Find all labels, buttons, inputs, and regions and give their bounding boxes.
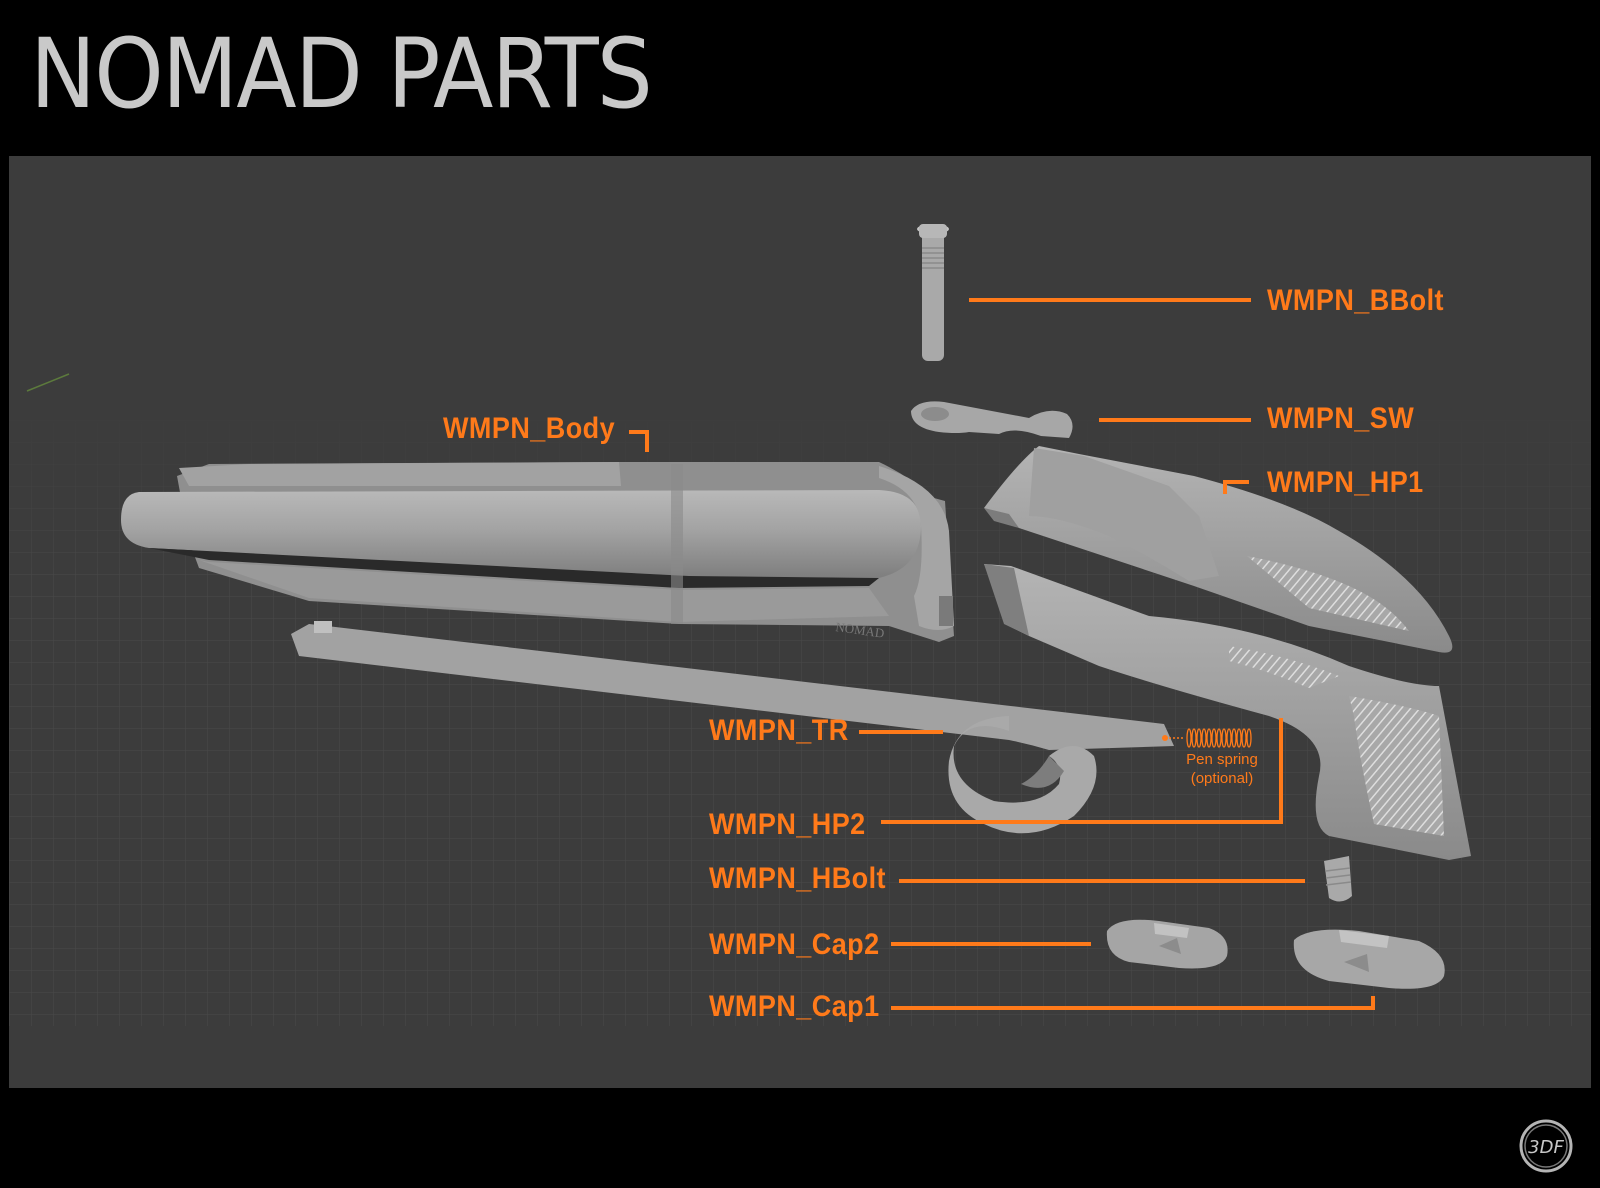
part-sw[interactable]: [911, 401, 1073, 438]
label-hp2: WMPN_HP2: [709, 808, 866, 841]
viewport-scene: NOMAD: [9, 156, 1591, 1088]
leader-lines: [629, 298, 1375, 1010]
leader-hp1: [1223, 480, 1249, 494]
body-engraving: NOMAD: [835, 619, 886, 641]
spring-note-line2: (optional): [1190, 770, 1254, 787]
label-hbolt: WMPN_HBolt: [709, 862, 886, 895]
part-body[interactable]: NOMAD: [121, 462, 954, 642]
spring-note: Pen spring (optional): [1177, 750, 1267, 788]
part-hp1[interactable]: [984, 446, 1453, 653]
page-title: NOMAD PARTS: [30, 18, 653, 130]
label-cap1: WMPN_Cap1: [709, 990, 880, 1023]
leader-body: [629, 430, 649, 452]
part-bbolt[interactable]: [917, 224, 949, 361]
part-hbolt[interactable]: [1324, 856, 1352, 902]
part-tr[interactable]: [291, 621, 1174, 834]
part-cap1[interactable]: [1293, 929, 1445, 989]
leader-cap1: [891, 996, 1375, 1010]
part-hp2[interactable]: [984, 564, 1471, 860]
label-sw: WMPN_SW: [1267, 402, 1415, 435]
logo-text: 3DF: [1528, 1137, 1564, 1158]
spring-note-line1: Pen spring: [1186, 751, 1258, 768]
label-body: WMPN_Body: [443, 412, 616, 445]
label-hp1: WMPN_HP1: [1267, 466, 1424, 499]
label-cap2: WMPN_Cap2: [709, 928, 880, 961]
logo-3df-icon: 3DF: [1519, 1119, 1573, 1173]
label-bbolt: WMPN_BBolt: [1267, 284, 1444, 317]
part-cap2[interactable]: [1106, 919, 1228, 969]
leader-hp2: [881, 718, 1283, 824]
3d-viewport[interactable]: NOMAD: [9, 156, 1591, 1088]
pen-spring: [1162, 728, 1252, 748]
label-tr: WMPN_TR: [709, 714, 849, 747]
